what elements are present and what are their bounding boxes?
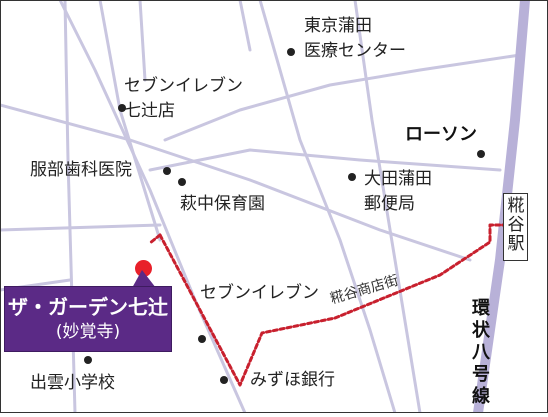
destination-callout: ザ・ガーデン七辻 (妙覚寺): [4, 286, 172, 352]
station-sign: 糀谷駅: [503, 193, 528, 261]
railway-keikyu-airport-line: [473, 0, 530, 417]
road-top-short: [138, 0, 147, 82]
route-to-destination: [148, 233, 162, 245]
label-ota-post-line2: 郵便局: [364, 194, 415, 214]
label-mizuho-bank: みずほ銀行: [250, 370, 335, 390]
landmark-dot-dental: [163, 167, 171, 175]
label-seven-eleven-2: セブンイレブン: [200, 283, 319, 303]
road-center-right: [353, 0, 422, 415]
label-station: 糀谷駅: [507, 196, 525, 254]
label-hattori-dental: 服部歯科医院: [30, 160, 132, 180]
road-lawson-horizontal: [148, 148, 502, 172]
road-mid-diagonal: [0, 103, 472, 262]
road-diagonal-main: [58, 0, 247, 415]
label-seven-eleven-nanatsuji-line2: 七辻店: [124, 101, 175, 121]
landmark-dot-medical-center: [287, 48, 295, 56]
label-kanpachi-road: 環状八号線: [472, 298, 490, 407]
destination-subtitle: (妙覚寺): [55, 322, 121, 342]
road-top-short-2: [238, 0, 252, 52]
landmark-dot-school: [84, 356, 92, 364]
landmark-dot-lawson: [477, 150, 485, 158]
label-izumo-school: 出雲小学校: [30, 373, 115, 393]
callout-pointer: [132, 270, 156, 288]
landmark-dot-post-office: [348, 173, 356, 181]
landmark-dot-seven-eleven-2: [198, 335, 206, 343]
road-left-vertical: [63, 0, 77, 415]
landmark-dot-seven-eleven-1: [118, 104, 126, 112]
road-center-vertical: [258, 0, 397, 415]
destination-name: ザ・ガーデン七辻: [8, 295, 168, 319]
route-from-station: [158, 223, 505, 387]
label-tokyo-kamata-line2: 医療センター: [304, 41, 406, 61]
label-seven-eleven-nanatsuji-line1: セブンイレブン: [124, 76, 243, 96]
road-left-horizontal: [0, 223, 162, 232]
landmark-dot-mizuho: [220, 376, 228, 384]
label-lawson: ローソン: [405, 124, 477, 145]
label-hagi-nursery: 萩中保育園: [180, 194, 265, 214]
label-tokyo-kamata-line1: 東京蒲田: [304, 16, 372, 36]
railway-track: [473, 0, 530, 417]
road-upper-cross: [163, 53, 522, 142]
walking-route: [148, 223, 505, 387]
label-ota-post-line1: 大田蒲田: [364, 169, 432, 189]
landmark-dot-nursery: [178, 178, 186, 186]
